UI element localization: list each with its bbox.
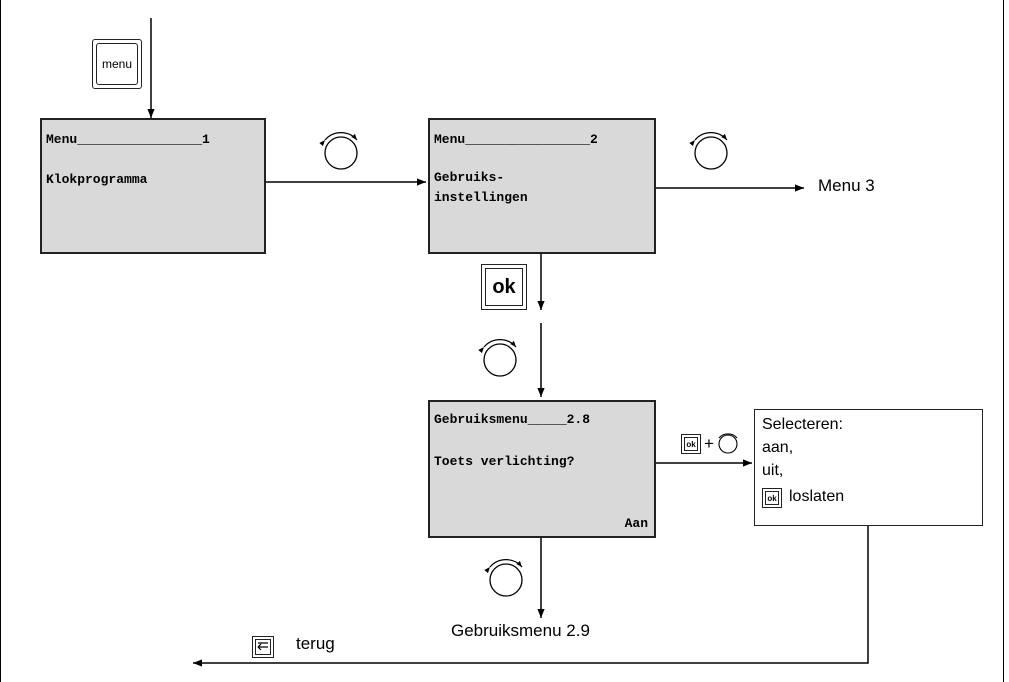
note-line-3: uit, (762, 462, 784, 479)
note-line-1: Selecteren: (762, 416, 843, 433)
display-menu-2: Menu________________2 Gebruiks- instelli… (428, 118, 656, 254)
small-ok-label: ok (684, 437, 698, 451)
menu28-value: Aan (624, 516, 648, 531)
menu28-question: Toets verlichting? (434, 454, 575, 469)
arrow-terug (193, 526, 869, 667)
label-terug: terug (296, 634, 335, 653)
menu1-line: Klokprogramma (46, 172, 148, 187)
rotary-knob-icon (484, 559, 523, 597)
menu2-header: Menu________________2 (434, 132, 598, 147)
plus-sign: + (704, 434, 714, 453)
rotary-knob-icon (319, 132, 358, 170)
small-rotary-knob-icon (718, 433, 738, 454)
menu2-line2: instellingen (434, 190, 528, 205)
ok-key-icon: ok (481, 264, 527, 310)
menu2-line1: Gebruiks- (434, 170, 505, 185)
note-ok-label: ok (765, 491, 779, 505)
display-menu-2-8: Gebruiksmenu_____2.8 Toets verlichting? … (428, 400, 656, 538)
note-line-2: aan, (762, 439, 794, 456)
back-arrow-icon (257, 642, 268, 651)
menu-key-label: menu (96, 43, 138, 85)
label-menu-3: Menu 3 (818, 176, 875, 195)
display-menu-1: Menu________________1 Klokprogramma (40, 118, 266, 254)
ok-key-icon: ok (762, 488, 782, 508)
selecteren-note: Selecteren: aan, uit, ok loslaten (754, 409, 983, 526)
menu28-header: Gebruiksmenu_____2.8 (434, 412, 591, 427)
label-gebruiksmenu-2-9: Gebruiksmenu 2.9 (451, 621, 590, 640)
menu-key-icon: menu (92, 39, 142, 89)
small-ok-key-icon: ok (681, 434, 701, 454)
rotary-knob-icon (689, 132, 728, 170)
ok-key-label: ok (485, 268, 523, 306)
back-key-icon (252, 636, 274, 658)
rotary-knob-icon (478, 339, 517, 377)
note-line-4: loslaten (789, 488, 845, 505)
menu1-header: Menu________________1 (46, 132, 210, 147)
